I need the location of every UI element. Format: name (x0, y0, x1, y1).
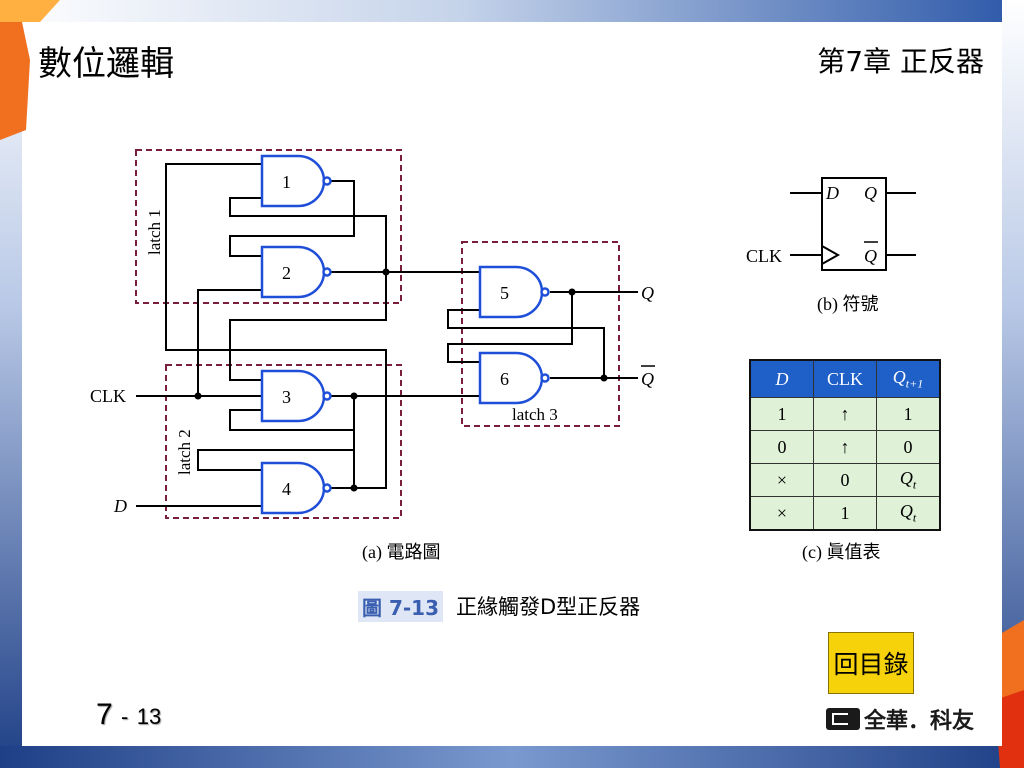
qbar-output-label: Q (641, 369, 654, 389)
table-cell-sub: t (912, 510, 917, 525)
gate-label-2: 2 (282, 263, 291, 283)
circuit-caption: (a) 電路圖 (362, 542, 441, 562)
table-cell: 1 (876, 397, 941, 431)
table-cell: ↑ (813, 430, 877, 464)
latch1-label: latch 1 (145, 209, 164, 255)
figure-title: 正緣觸發D型正反器 (456, 595, 641, 619)
q-output-label: Q (641, 283, 654, 303)
truth-header-d: D (749, 359, 814, 398)
chapter-title: 第7章 正反器 (817, 45, 984, 78)
symbol-clk-pin: CLK (746, 246, 782, 266)
back-to-toc-button[interactable]: 回目錄 (828, 632, 914, 694)
latch3-box (461, 241, 620, 427)
gate-label-6: 6 (500, 369, 509, 389)
publisher-name: 全華．科友 (864, 709, 975, 734)
table-cell-text: Q (899, 467, 913, 488)
symbol-d-pin: D (825, 183, 839, 203)
symbol-q-pin: Q (864, 183, 877, 203)
page-chapter: 7 (96, 698, 113, 731)
symbol-caption: (b) 符號 (817, 294, 879, 314)
table-cell: ↑ (813, 397, 877, 431)
table-cell: Qt (876, 463, 941, 497)
d-input-label: D (113, 496, 127, 516)
latch1-box (135, 149, 402, 304)
truth-header-clk: CLK (813, 359, 877, 398)
table-cell: Qt (876, 496, 941, 531)
truth-header-q-sub: t+1 (905, 376, 924, 391)
table-cell: 0 (876, 430, 941, 464)
table-cell: 1 (813, 496, 877, 531)
figure-label: 圖 7-13 (358, 591, 444, 622)
latch2-box (165, 364, 402, 519)
table-cell-sub: t (912, 477, 917, 492)
gate-label-5: 5 (500, 283, 509, 303)
latch2-label: latch 2 (175, 429, 194, 475)
table-cell: × (749, 496, 814, 531)
table-cell: 0 (749, 430, 814, 464)
page-dash: - (121, 704, 129, 729)
gate-label-1: 1 (282, 172, 291, 192)
truth-table: D CLK Qt+1 1 ↑ 1 0 ↑ 0 × 0 Qt × 1 Qt (749, 359, 941, 531)
table-cell: × (749, 463, 814, 497)
table-row: 1 ↑ 1 (749, 397, 941, 431)
table-cell-text: Q (899, 500, 913, 521)
slide-title: 數位邏輯 (38, 44, 174, 84)
table-cell: 1 (749, 397, 814, 431)
publisher-icon (826, 708, 860, 730)
page-number: 7 - 13 (96, 698, 161, 732)
truth-header-q-text: Q (892, 366, 906, 387)
latch3-label: latch 3 (512, 405, 558, 424)
page-index: 13 (136, 704, 162, 729)
clk-input-label: CLK (90, 386, 126, 406)
table-row: × 1 Qt (749, 496, 941, 531)
table-row: 0 ↑ 0 (749, 430, 941, 464)
table-cell: 0 (813, 463, 877, 497)
truth-header-q: Qt+1 (876, 359, 941, 398)
truth-table-caption: (c) 眞值表 (802, 542, 881, 562)
symbol-qbar-pin: Q (864, 246, 877, 266)
publisher-logo: 全華．科友 (826, 703, 974, 735)
table-row: × 0 Qt (749, 463, 941, 497)
gate-label-4: 4 (282, 479, 291, 499)
gate-label-3: 3 (282, 387, 291, 407)
